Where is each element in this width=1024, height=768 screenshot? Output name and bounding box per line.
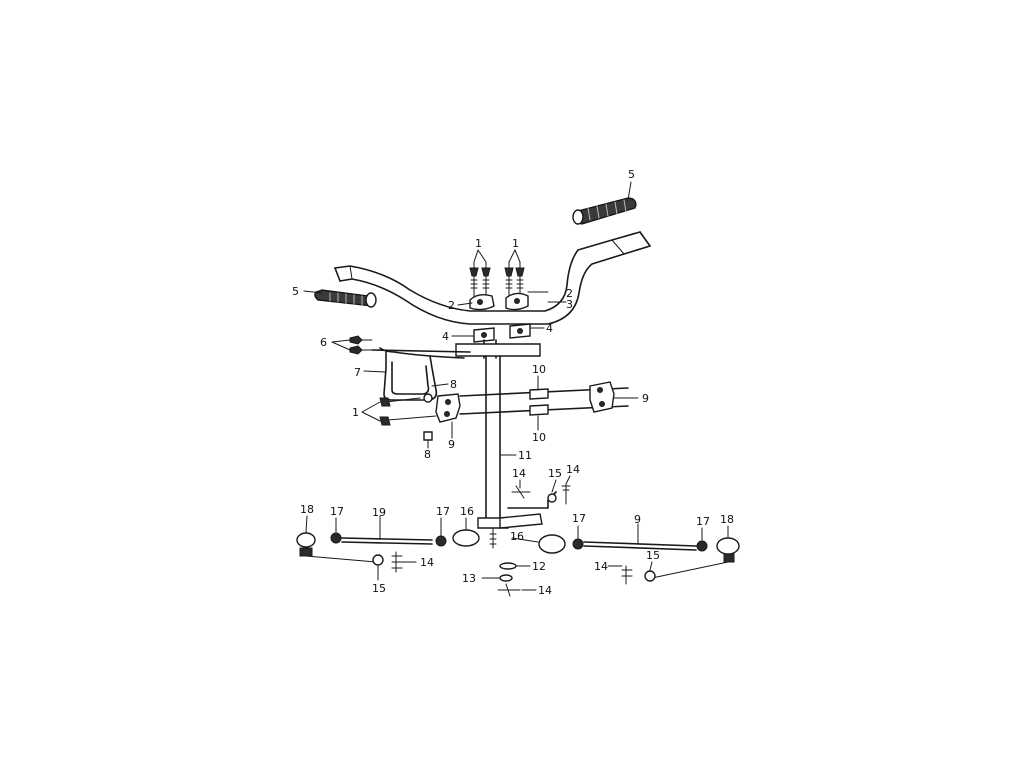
callout-1-bracket-bolts: 1 — [352, 406, 359, 419]
callout-9-right-tie-rod: 9 — [634, 513, 641, 526]
callout-5-right-grip: 5 — [628, 168, 635, 181]
callout-2-left-clamp: 2 — [448, 299, 455, 312]
callout-4-left-lower-clamp: 4 — [442, 330, 449, 343]
callout-8-upper-washer: 8 — [450, 378, 457, 391]
callout-17-right-inner-nut: 17 — [572, 512, 586, 525]
callout-19-tie-rod: 19 — [372, 506, 386, 519]
callout-6-bolts: 6 — [320, 336, 327, 349]
callout-14-stem-cotter: 14 — [566, 463, 580, 476]
callout-10-lower-tube: 10 — [532, 431, 546, 444]
crossbar — [459, 381, 629, 416]
callout-1-right-bolts: 1 — [512, 237, 519, 250]
callout-10-upper-tube: 10 — [532, 363, 546, 376]
right-grip — [572, 197, 637, 225]
callout-2-right-clamp: 2 — [566, 287, 573, 300]
callout-16-right-ball-joint: 16 — [510, 530, 524, 543]
lower-washers — [497, 562, 521, 597]
callout-16-left-ball-joint: 16 — [460, 505, 474, 518]
left-grip — [314, 289, 377, 308]
right-tie-rod — [538, 534, 740, 585]
top-bolts — [469, 261, 525, 297]
callout-5-left-grip: 5 — [292, 285, 299, 298]
stem-fasteners — [499, 483, 571, 529]
callout-15-stem-washer: 15 — [548, 467, 562, 480]
lower-clamps — [473, 323, 531, 343]
callout-15-left-washer: 15 — [372, 582, 386, 595]
callout-13-nut: 13 — [462, 572, 476, 585]
callout-17-left-nut: 17 — [330, 505, 344, 518]
callout-14-lower-cotter: 14 — [538, 584, 552, 597]
callout-8-lower-nut: 8 — [424, 448, 431, 461]
callout-12-washer: 12 — [532, 560, 546, 573]
callout-1-left-bolts: 1 — [475, 237, 482, 250]
callout-4-right-lower-clamp: 4 — [546, 322, 553, 335]
left-bracket-plate — [379, 393, 461, 441]
left-tie-rod — [296, 529, 480, 573]
upper-clamps — [469, 292, 529, 311]
callout-17-left-inner-nut: 17 — [436, 505, 450, 518]
callout-3-handlebar: 3 — [566, 298, 573, 311]
handlebar — [334, 231, 651, 325]
callout-18-left-rod-end: 18 — [300, 503, 314, 516]
leader-lines — [303, 181, 729, 591]
callout-15-right-washer: 15 — [646, 549, 660, 562]
callout-14-left-cotter: 14 — [420, 556, 434, 569]
callout-7-u-bracket: 7 — [354, 366, 361, 379]
callout-11-steering-stem: 11 — [518, 449, 532, 462]
callout-18-right-rod-end: 18 — [720, 513, 734, 526]
callout-labels: 5 5 1 1 2 2 3 4 4 6 7 8 8 1 9 9 10 10 11… — [292, 168, 734, 597]
callout-14-right-cotter: 14 — [594, 560, 608, 573]
callout-17-right-outer-nut: 17 — [696, 515, 710, 528]
bracket-rod — [349, 335, 471, 359]
callout-9-right-plate: 9 — [642, 392, 649, 405]
callout-9-left-plate: 9 — [448, 438, 455, 451]
u-bracket — [383, 349, 438, 401]
callout-14-stem-pin: 14 — [512, 467, 526, 480]
